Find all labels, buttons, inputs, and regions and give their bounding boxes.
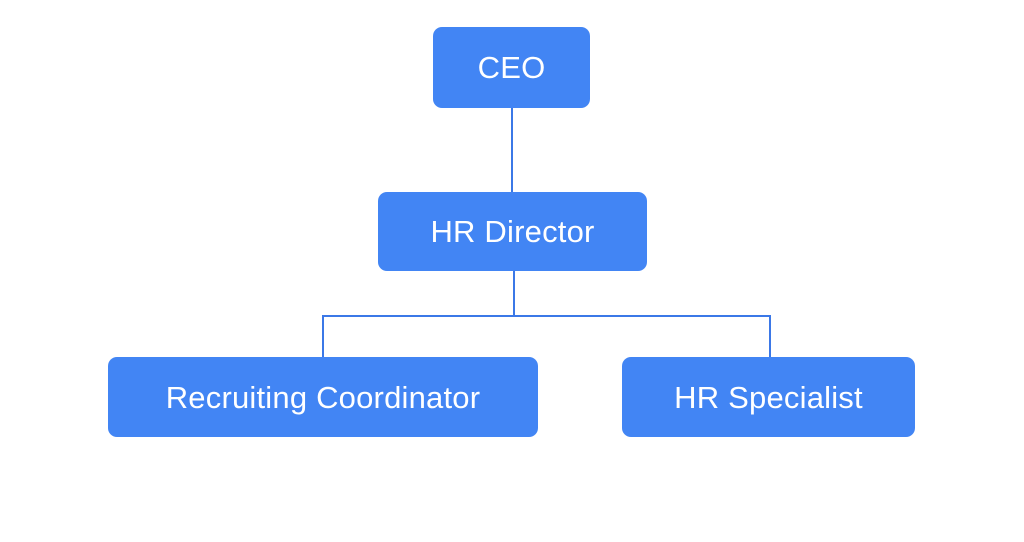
org-node-hr-director-label: HR Director [430,214,595,249]
connector-ceo-to-hr-director [511,108,513,192]
org-node-hr-specialist-label: HR Specialist [674,379,863,415]
connector-horizontal-rail [322,315,771,317]
org-node-hr-specialist[interactable]: HR Specialist [622,357,915,437]
org-node-recruiting-coordinator[interactable]: Recruiting Coordinator [108,357,538,437]
org-node-ceo[interactable]: CEO [433,27,590,108]
org-node-hr-director[interactable]: HR Director [378,192,647,271]
org-node-recruiting-coordinator-label: Recruiting Coordinator [165,379,481,415]
connector-drop-recruiting-coordinator [322,315,324,357]
connector-drop-hr-specialist [769,315,771,357]
connector-hr-director-stub [513,271,515,317]
org-node-ceo-label: CEO [477,50,546,85]
